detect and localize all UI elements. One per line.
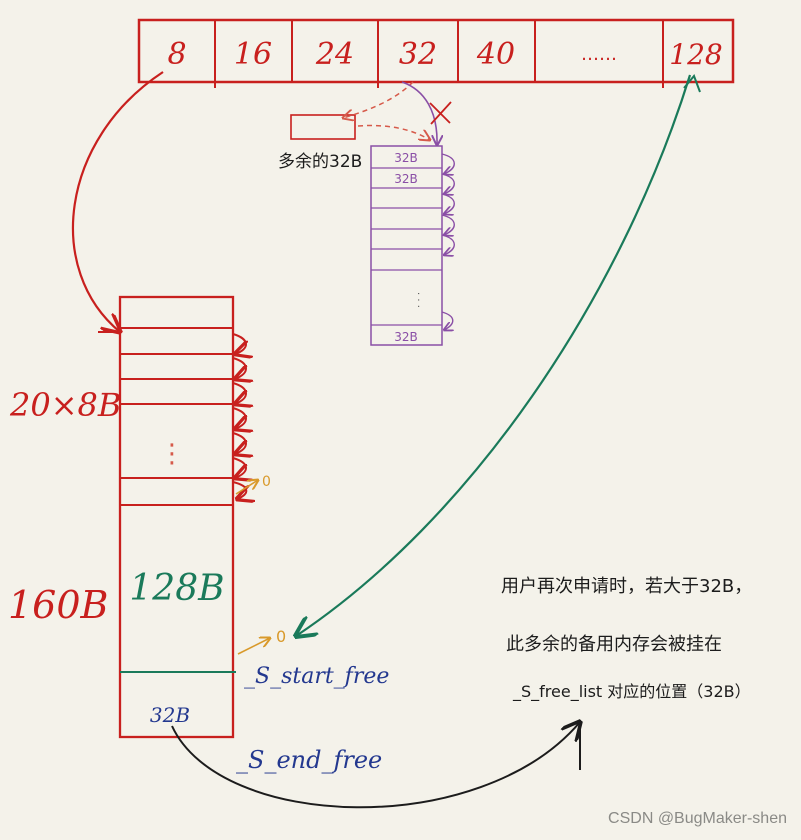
- arrow-128-to-start-free: [296, 74, 692, 636]
- mid-size-label: 128B: [129, 568, 224, 609]
- red-block-frame: [118, 295, 235, 739]
- null-marker-small: 0: [262, 474, 271, 490]
- purple-link-arrow: [442, 234, 455, 255]
- dashed-arrow-to-list: [357, 124, 430, 140]
- leftover-box: [290, 114, 356, 140]
- total-size-label: 160B: [8, 583, 108, 627]
- free-list-cell-24: 24: [315, 37, 354, 72]
- note-line-2: 此多余的备用内存会被挂在: [506, 634, 722, 655]
- watermark: CSDN @BugMaker-shen: [608, 810, 787, 827]
- red-link-arrow: [233, 457, 246, 478]
- bottom-size-label: 32B: [150, 703, 190, 727]
- purple-chunk-label: 32B: [394, 330, 418, 344]
- note-line-3: _S_free_list 对应的位置（32B）: [512, 682, 751, 702]
- purple-dots: · · ·: [412, 292, 423, 308]
- orange-start-arrow: [237, 638, 270, 655]
- free-list-cell-128: 128: [669, 38, 722, 71]
- orange-null-arrow: [235, 480, 258, 495]
- red-link-arrow: [233, 432, 246, 454]
- dashed-arrow-to-leftover: [343, 81, 414, 118]
- arrow-8-to-chunk-block: [71, 71, 164, 332]
- end-free-label: _S_end_free: [236, 746, 382, 774]
- green-arrow-tail-icon: [683, 74, 701, 93]
- purple-chunk-label: 32B: [394, 172, 418, 186]
- red-chunk-block: ⋮ 128B 32B: [118, 295, 246, 739]
- explanation-note: 用户再次申请时，若大于32B， 此多余的备用内存会被挂在 _S_free_lis…: [501, 576, 752, 702]
- purple-link-arrow: [442, 193, 455, 214]
- free-list-array: 8 16 24 32 40 …… 128: [137, 18, 735, 88]
- purple-chunk-label: 32B: [394, 151, 418, 165]
- purple-link-arrow: [442, 153, 455, 174]
- free-list-cell-16: 16: [234, 37, 272, 72]
- free-list-cell-40: 40: [476, 37, 515, 72]
- free-list-cell-ellipsis: ……: [581, 44, 617, 65]
- chunk-count-label: 20×8B: [9, 386, 121, 424]
- start-free-label: _S_start_free: [244, 664, 389, 689]
- leftover-label: 多余的32B: [278, 152, 362, 172]
- red-link-arrow: [233, 333, 246, 354]
- red-link-arrow: [233, 407, 246, 429]
- note-line-1: 用户再次申请时，若大于32B，: [501, 576, 752, 597]
- red-dashed-dots: ⋮: [159, 439, 185, 469]
- null-marker-mid: 0: [276, 627, 286, 646]
- purple-arrow-32-to-list: [401, 81, 437, 145]
- purple-link-arrow: [442, 214, 455, 235]
- leftover-32b: 多余的32B: [278, 114, 362, 172]
- purple-link-arrow: [442, 311, 453, 330]
- red-link-arrow: [233, 481, 246, 499]
- purple-list-frame: [370, 145, 443, 346]
- red-link-arrow: [233, 357, 246, 379]
- cross-mark-icon: [429, 101, 452, 125]
- arrow-32b-to-note: [171, 722, 580, 809]
- free-list-cell-32: 32: [399, 37, 437, 72]
- purple-chunk-list: 32B 32B 32B · · ·: [370, 145, 455, 346]
- free-list-frame: [137, 18, 735, 84]
- red-link-arrow: [233, 382, 246, 404]
- free-list-cell-8: 8: [167, 37, 186, 72]
- purple-link-arrow: [442, 173, 455, 194]
